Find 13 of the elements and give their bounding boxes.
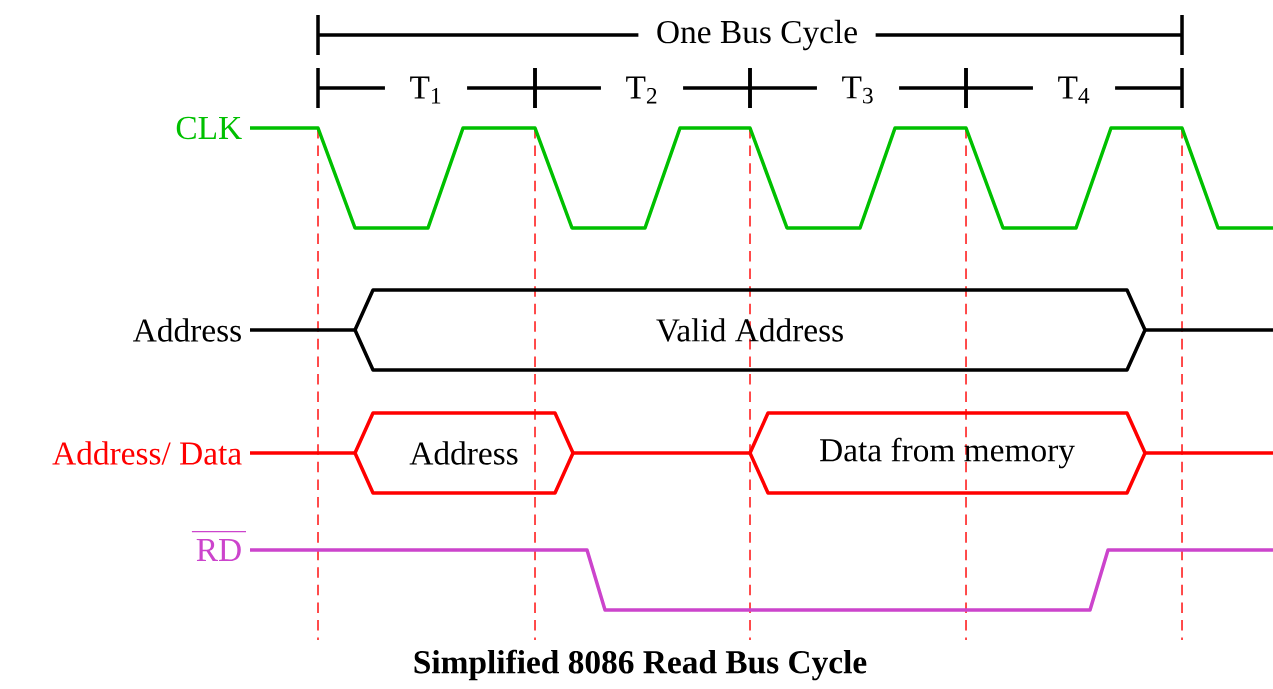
bus-hexagon: Address <box>353 411 575 495</box>
period-label: T$_{2}$ <box>600 73 684 107</box>
bus-hexagon: Data from memory <box>748 411 1147 495</box>
signal-name: Address/ Data <box>52 441 242 465</box>
period-label: T$_{1}$ <box>384 73 468 107</box>
period-label: T$_{4}$ <box>1032 73 1116 107</box>
signal-line <box>573 451 749 455</box>
signal-name: Address <box>133 318 241 342</box>
signal-name: RD <box>191 530 247 561</box>
period-label: T$_{3}$ <box>816 72 900 108</box>
dimension-label: One Bus Cycle <box>638 16 876 54</box>
signal-name: CLK <box>176 116 242 140</box>
caption: Simplified 8086 Read Bus Cycle <box>414 649 867 681</box>
